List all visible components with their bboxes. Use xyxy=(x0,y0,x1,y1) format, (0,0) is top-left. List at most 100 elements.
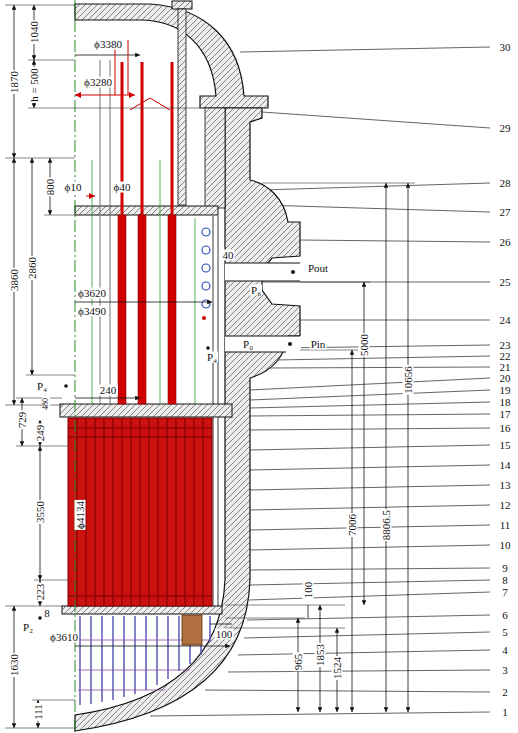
dimension-label: 1630 xyxy=(9,653,20,677)
reactor-core xyxy=(68,418,212,606)
lower-support-block xyxy=(182,615,202,645)
pressure-point-label: P₄ xyxy=(36,381,48,392)
upper-support-plate xyxy=(75,206,218,215)
dimension-label: 8806.5 xyxy=(381,509,392,541)
callout-number: 19 xyxy=(499,385,512,396)
pressure-point-label: P₂ xyxy=(22,622,34,633)
dimension-label: 7006 xyxy=(347,513,358,537)
callout-number: 25 xyxy=(499,277,512,288)
callout-number: 10 xyxy=(499,540,512,551)
callout-number: 3 xyxy=(501,665,509,676)
red-dimension xyxy=(130,98,170,110)
dimension-label: 1853 xyxy=(315,643,326,667)
dimension-label: 1524 xyxy=(332,656,343,680)
pressure-point-label: P₄ xyxy=(206,352,218,363)
dimension-line xyxy=(364,282,365,605)
dimension-label: 40 xyxy=(222,250,235,261)
dimension-label: 5000 xyxy=(359,333,370,357)
dimension-label: ϕ3380 xyxy=(93,39,123,50)
dimension-label: 10656 xyxy=(403,365,414,395)
callout-number: 9 xyxy=(501,563,509,574)
lower-internals xyxy=(78,640,210,690)
dimension-label: ϕ3610 xyxy=(49,632,79,643)
instrument-rod xyxy=(100,60,110,404)
upper-core-plate xyxy=(60,404,232,417)
inlet-nozzle-bore xyxy=(225,336,300,352)
dimension-line xyxy=(210,624,232,625)
callout-number: 12 xyxy=(499,500,512,511)
measuring-point xyxy=(64,384,68,388)
dimension-line xyxy=(75,398,140,399)
flow-holes xyxy=(202,228,210,236)
callout-number: 21 xyxy=(499,362,512,373)
flow-holes xyxy=(202,246,210,254)
callout-number: 11 xyxy=(499,520,512,531)
callout-number: 1 xyxy=(501,707,509,718)
dimension-label: 800 xyxy=(45,178,56,197)
dimension-label: ϕ3620 xyxy=(77,288,107,299)
flow-holes xyxy=(202,300,210,308)
pressure-point-label: Pin xyxy=(310,339,327,350)
pressure-point-label: Pout xyxy=(307,263,329,274)
head-bolt xyxy=(178,9,186,205)
red-dimension xyxy=(86,196,95,197)
callout-number: 24 xyxy=(499,315,512,326)
callout-number: 17 xyxy=(499,409,512,420)
head-bolt xyxy=(172,1,192,9)
barrel-flange xyxy=(205,108,225,208)
callout-number: 14 xyxy=(499,460,512,471)
callout-number: 27 xyxy=(499,207,512,218)
dimension-label: 100 xyxy=(215,629,234,640)
inlet-nozzle-bore xyxy=(225,336,301,352)
dimension-label: 1870 xyxy=(9,70,20,94)
dimension-label: 965 xyxy=(293,653,304,672)
dimension-line xyxy=(75,55,140,56)
dimension-label: 3860 xyxy=(9,268,20,292)
flow-holes xyxy=(202,264,210,272)
outlet-nozzle-bore xyxy=(225,263,300,281)
dimension-label: ϕ10 xyxy=(64,182,83,193)
dimension-label: 2860 xyxy=(27,256,38,280)
callout-number: 15 xyxy=(499,440,512,451)
callout-number: 29 xyxy=(499,123,512,134)
flow-holes xyxy=(202,228,210,308)
measuring-point xyxy=(202,316,206,320)
pressure-point-label: P₀ xyxy=(242,339,254,350)
dimension-line xyxy=(386,183,387,712)
dimension-label: 1040 xyxy=(29,20,40,44)
flow-holes xyxy=(202,282,210,290)
callout-number: 28 xyxy=(499,178,512,189)
dimension-label: ϕ3280 xyxy=(83,77,113,88)
callout-number: 22 xyxy=(499,351,512,362)
measuring-point xyxy=(38,270,295,620)
callout-number: 16 xyxy=(499,423,512,434)
callout-number: 8 xyxy=(501,575,509,586)
dimension-label: h = 500 xyxy=(29,67,40,103)
dimension-line xyxy=(14,5,408,728)
callout-number: 6 xyxy=(501,610,509,621)
callout-number: 18 xyxy=(499,397,512,408)
callout-number: 2 xyxy=(501,687,509,698)
dimension-label: ϕ3490 xyxy=(77,306,107,317)
dimension-label: 100 xyxy=(303,581,314,600)
outlet-nozzle-bore xyxy=(225,263,301,281)
dimension-label: 729 xyxy=(17,411,28,430)
pressure-point-label: P₆ xyxy=(250,285,262,296)
control-rod xyxy=(118,215,126,404)
callout-number: 13 xyxy=(499,480,512,491)
dimension-line xyxy=(408,183,409,712)
dimension-label: ϕ40 xyxy=(113,182,132,193)
measuring-point xyxy=(38,616,42,620)
callout-number: 4 xyxy=(501,645,509,656)
dimension-label: 240 xyxy=(99,385,118,396)
red-dimension xyxy=(75,95,135,96)
extension-lines xyxy=(5,5,415,728)
dimension-label: 480 xyxy=(42,397,50,411)
callout-number: 23 xyxy=(499,340,512,351)
centerline xyxy=(75,0,76,733)
callout-number: 30 xyxy=(499,42,512,53)
dimension-label: 111 xyxy=(33,703,44,721)
dimension-label: 249 xyxy=(35,424,46,443)
